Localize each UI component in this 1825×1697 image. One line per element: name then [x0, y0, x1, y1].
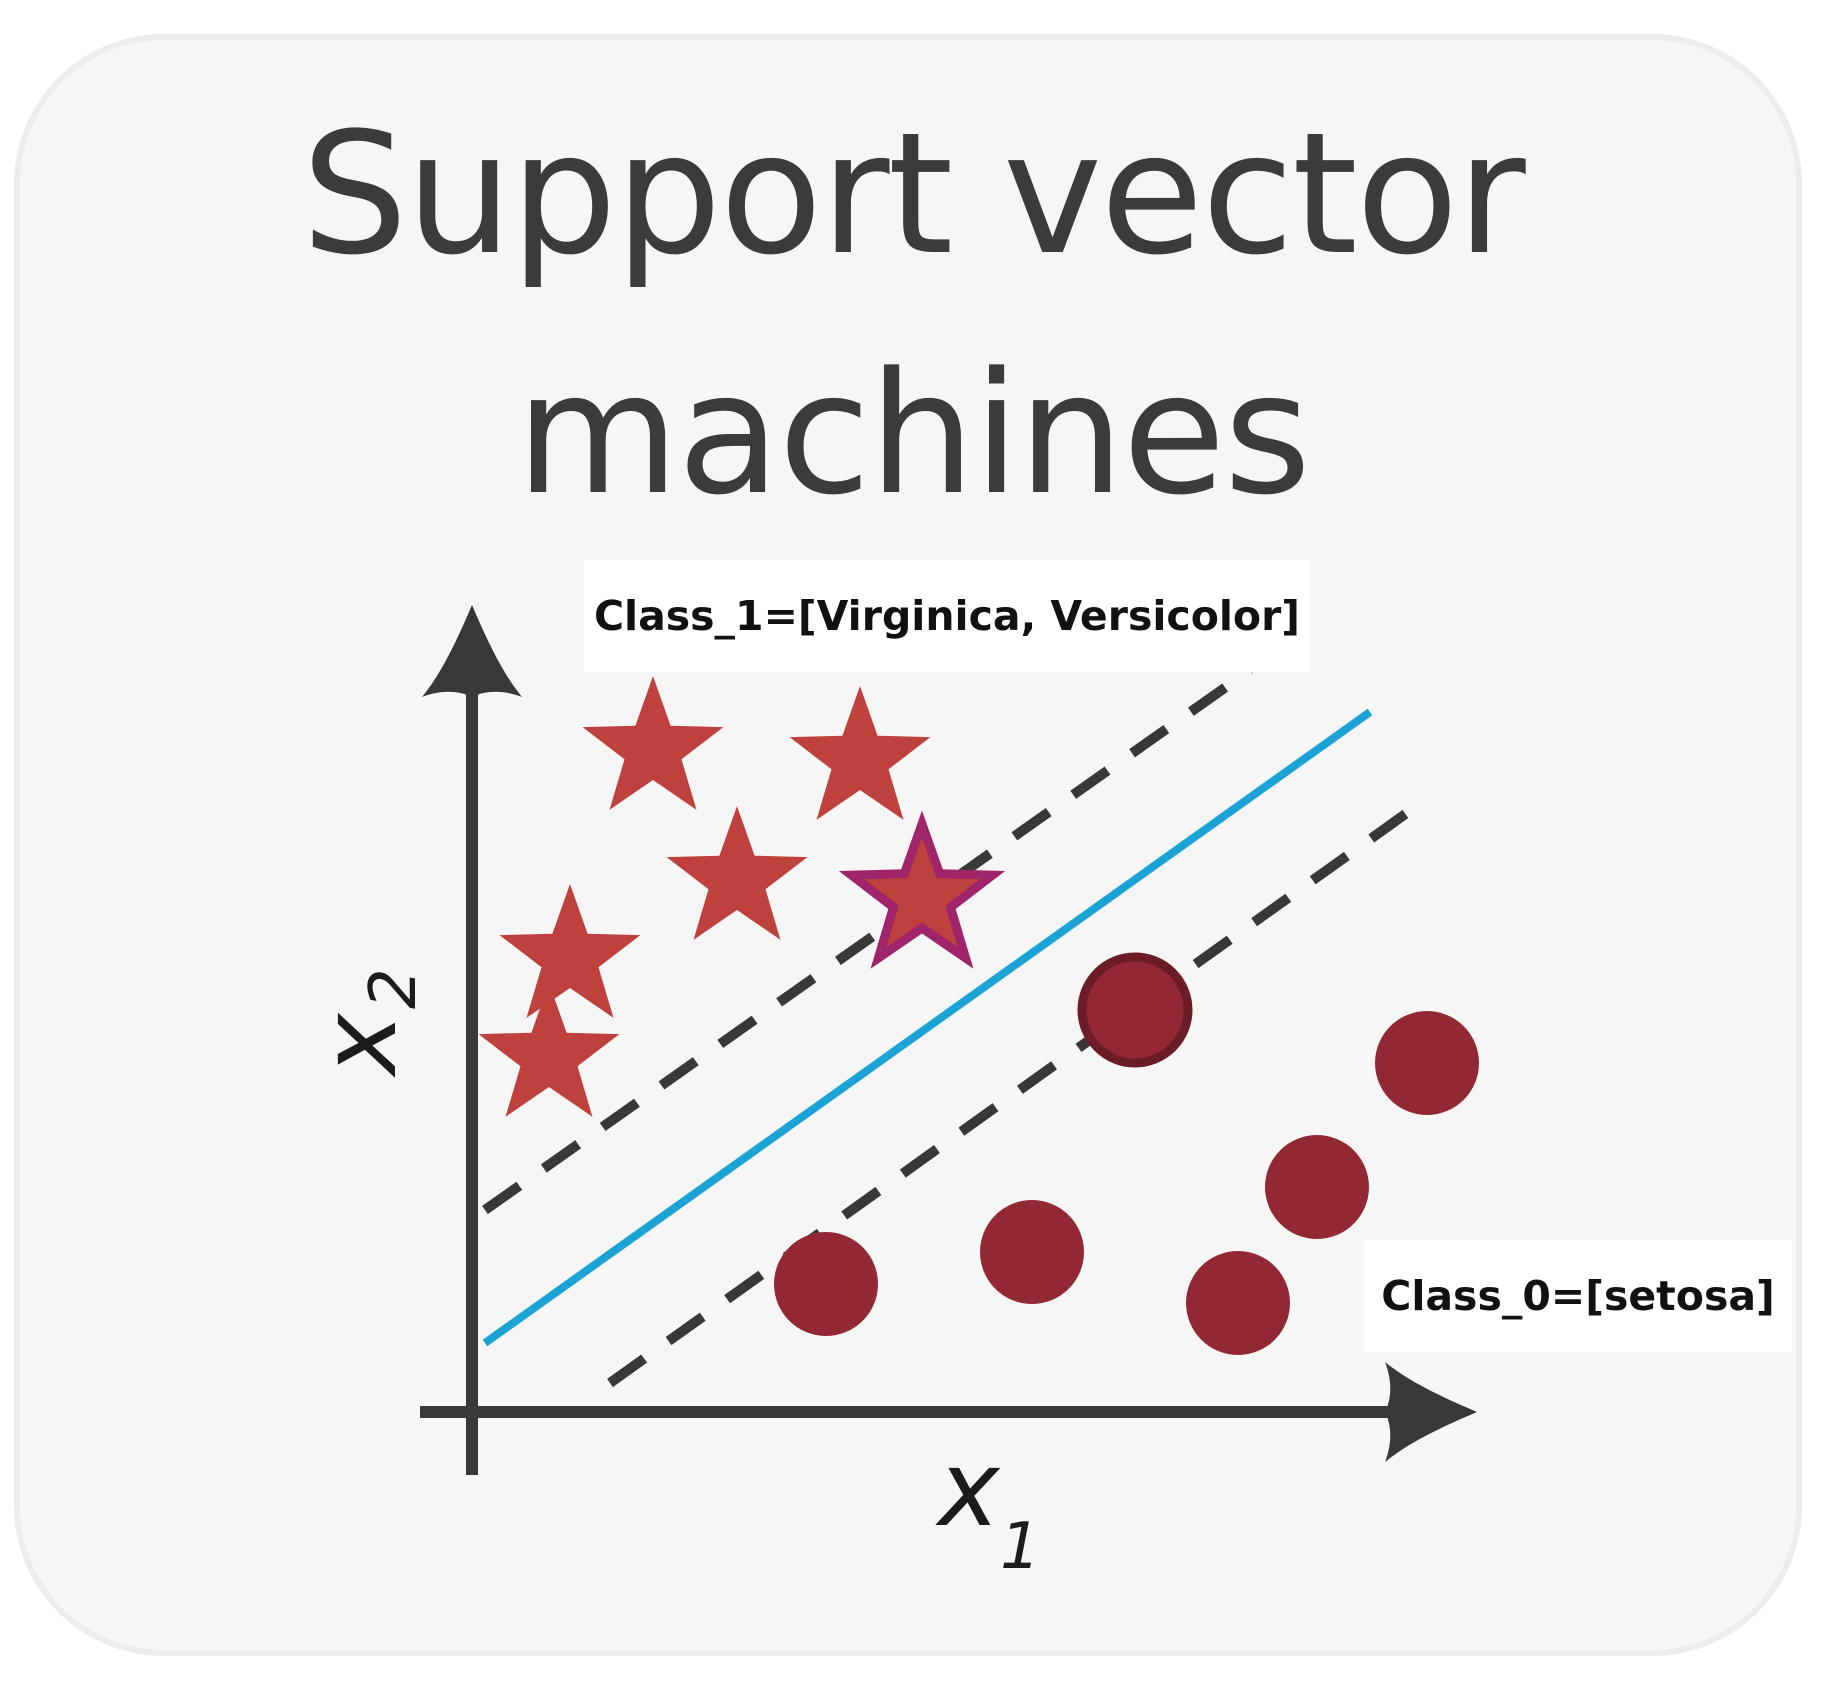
class0-points — [774, 952, 1479, 1355]
y-axis-arrow-icon — [422, 605, 522, 697]
circle-icon — [774, 1232, 878, 1336]
x-axis-variable: x — [935, 1428, 1001, 1550]
support-vector-star-icon — [838, 810, 1006, 969]
star-icon — [789, 686, 931, 820]
hyperplane-line — [482, 708, 1373, 1347]
lower-margin-line — [607, 800, 1421, 1388]
support-vector-circle-icon — [1077, 952, 1193, 1068]
title-line-1: Support vector — [301, 96, 1525, 292]
x-axis-arrow-icon — [1385, 1362, 1477, 1462]
x-axis-subscript: 1 — [1000, 1510, 1041, 1584]
circle-icon — [980, 1200, 1084, 1304]
y-axis-variable: x — [298, 1012, 420, 1078]
axes — [420, 605, 1477, 1475]
star-icon — [582, 676, 724, 810]
class1-label: Class_1=[Virginica, Versicolor] — [584, 560, 1310, 672]
x-axis-label: x 1 — [935, 1428, 1041, 1584]
star-icon — [499, 884, 641, 1018]
upper-margin-line — [482, 665, 1253, 1215]
class0-label: Class_0=[setosa] — [1364, 1240, 1792, 1352]
star-icon — [478, 983, 620, 1117]
title-line-2: machines — [515, 336, 1311, 532]
circle-icon — [1265, 1135, 1369, 1239]
circle-icon — [1375, 1011, 1479, 1115]
y-axis-label: x 2 — [298, 968, 431, 1078]
class1-points — [478, 676, 1006, 1117]
card-background — [14, 34, 1802, 1656]
y-axis-subscript: 2 — [357, 968, 431, 1009]
star-icon — [666, 806, 808, 940]
circle-icon — [1186, 1251, 1290, 1355]
